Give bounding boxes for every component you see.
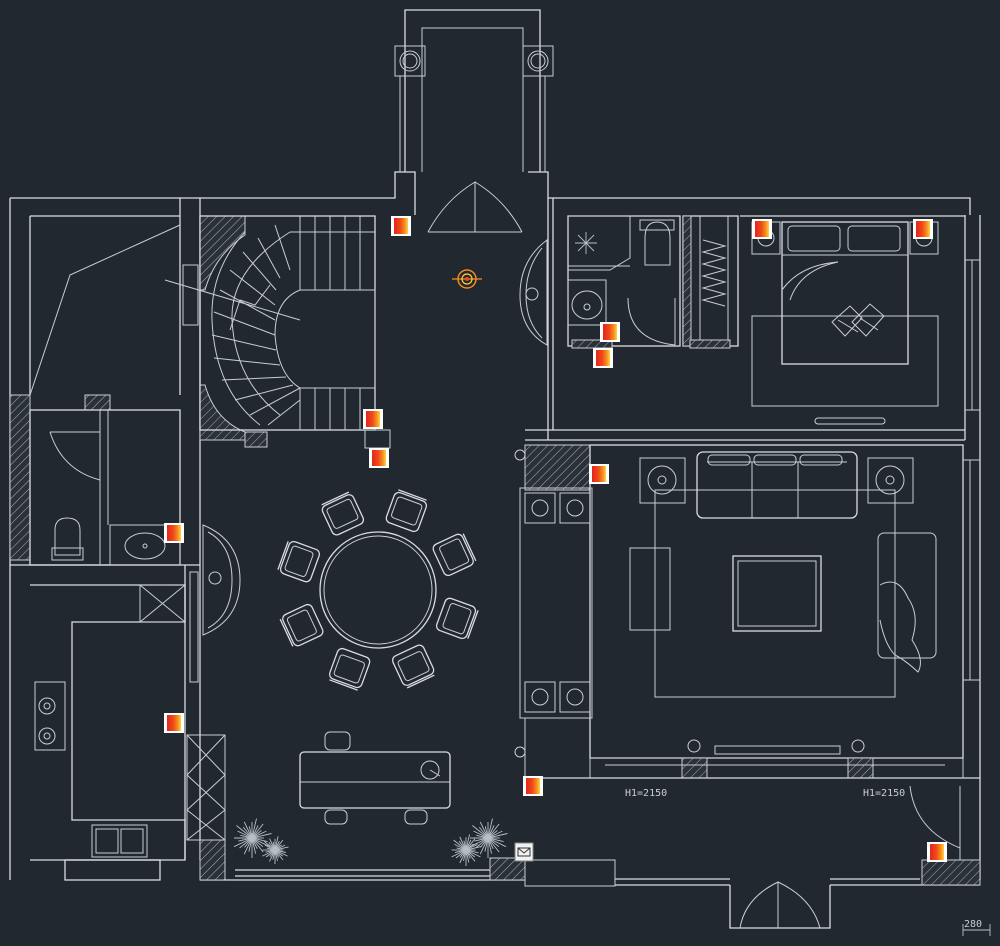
socket-marker[interactable] xyxy=(523,776,543,796)
dining-chair xyxy=(321,491,365,536)
stair-treads xyxy=(211,216,361,430)
plant-icon xyxy=(233,818,272,858)
kitchen xyxy=(30,565,226,881)
socket-marker[interactable] xyxy=(391,216,411,236)
upper-bathroom xyxy=(567,215,681,349)
staircase xyxy=(164,215,391,449)
desk xyxy=(299,731,451,825)
dining-chair xyxy=(391,644,435,689)
bedroom xyxy=(740,215,980,425)
socket-marker[interactable] xyxy=(363,409,383,429)
dining-chair xyxy=(279,603,324,647)
bed-pillows xyxy=(831,303,885,337)
plant-icon xyxy=(451,834,482,866)
socket-markers xyxy=(164,216,947,862)
height-label-left: H1=2150 xyxy=(625,788,667,799)
side-cabinet xyxy=(202,524,241,636)
height-label-right: H1=2150 xyxy=(863,788,905,799)
left-bathroom xyxy=(9,394,181,566)
socket-marker[interactable] xyxy=(752,219,772,239)
ceiling-light-icon[interactable] xyxy=(452,269,482,289)
socket-marker[interactable] xyxy=(913,219,933,239)
socket-marker[interactable] xyxy=(927,842,947,862)
entrance-porch xyxy=(394,9,554,233)
socket-marker[interactable] xyxy=(589,464,609,484)
mail-icon[interactable] xyxy=(514,842,534,862)
socket-marker[interactable] xyxy=(164,523,184,543)
socket-marker[interactable] xyxy=(600,322,620,342)
shower-drain-icon xyxy=(575,232,597,254)
socket-marker[interactable] xyxy=(164,713,184,733)
dining-chairs xyxy=(277,489,479,691)
lower-right-area xyxy=(489,777,991,936)
dining-chair xyxy=(277,540,321,583)
plant-icon xyxy=(469,818,508,858)
storage-room xyxy=(29,198,201,565)
plant-icon xyxy=(262,836,289,864)
corridor-walls xyxy=(519,198,965,441)
socket-marker[interactable] xyxy=(369,448,389,468)
dining-chair xyxy=(435,597,479,640)
dining-chair xyxy=(385,489,428,533)
dining-chair xyxy=(328,647,371,691)
dining-table xyxy=(319,531,437,649)
dimension-label: 280 xyxy=(964,919,982,930)
wardrobe xyxy=(682,215,739,349)
socket-marker[interactable] xyxy=(593,348,613,368)
living-room xyxy=(514,444,980,780)
plant-cluster xyxy=(233,818,508,866)
dining-chair xyxy=(432,533,477,577)
